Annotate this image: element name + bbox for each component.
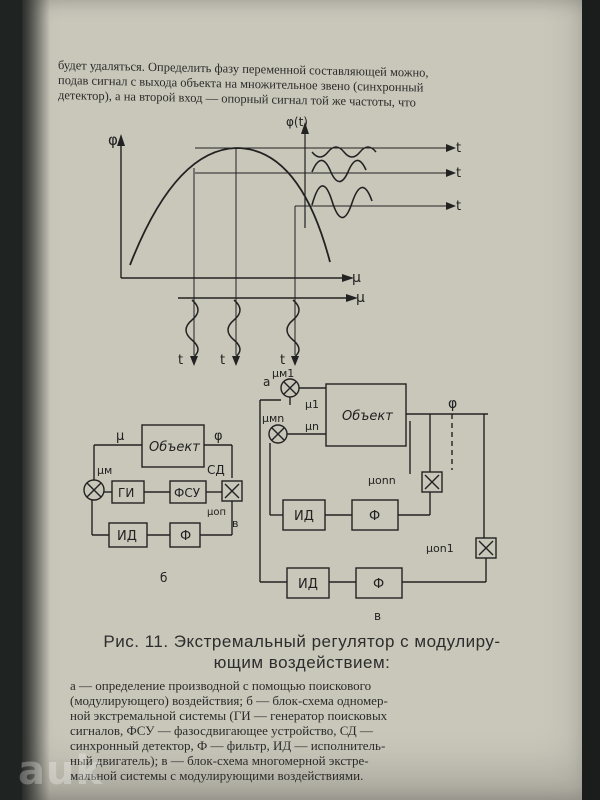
legend-line: ной экстремальной системы (ГИ — генерато… — [70, 708, 388, 723]
legend-line: а — определение производной с помощью по… — [70, 678, 372, 693]
figure-legend: а — определение производной с помощью по… — [70, 678, 540, 783]
legend-line: сигналов, ФСУ — фазосдвигающее устройств… — [70, 723, 373, 738]
legend-line: мальной системы с модулирующими воздейст… — [70, 768, 364, 783]
caption-line-1: Рис. 11. Экстремальный регулятор с модул… — [103, 632, 501, 651]
watermark: auk — [18, 748, 104, 794]
figure-caption: Рис. 11. Экстремальный регулятор с модул… — [72, 632, 532, 673]
caption-line-2: ющим воздействием: — [213, 653, 391, 672]
legend-line: ный двигатель); в — блок-схема многомерн… — [70, 753, 369, 768]
background-strip — [0, 0, 22, 800]
spine-shadow — [22, 0, 50, 800]
legend-line: (модулирующего) воздействия; б — блок-сх… — [70, 693, 388, 708]
legend-line: синхронный детектор, Ф — фильтр, ИД — ис… — [70, 738, 386, 753]
